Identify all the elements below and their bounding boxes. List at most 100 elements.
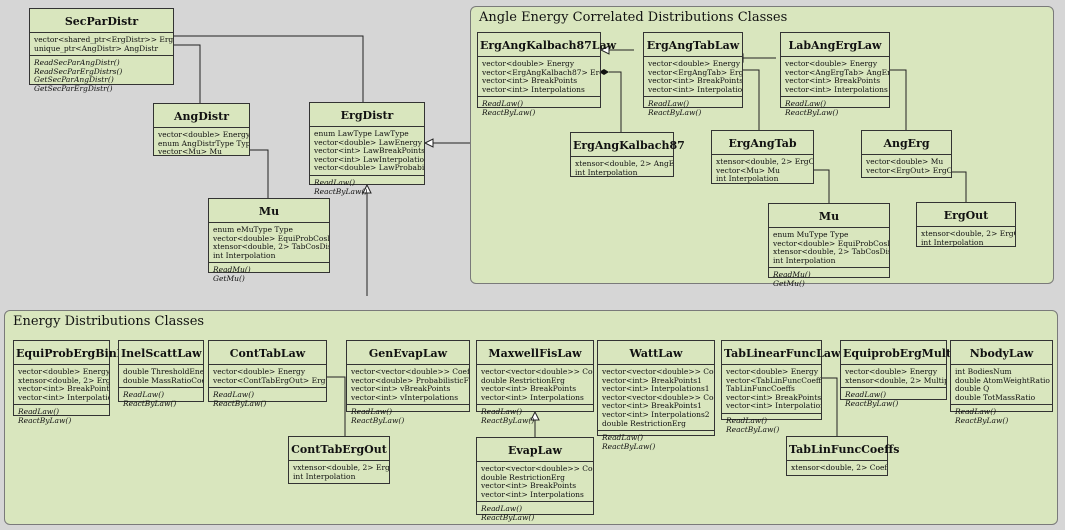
class-name: EvapLaw bbox=[477, 438, 593, 462]
class-attributes: double ThresholdEnergydouble MassRatioCo… bbox=[119, 365, 203, 387]
attribute: enum eMuType Type bbox=[213, 225, 293, 234]
class-operations: ReadLaw()ReactByLaw() bbox=[781, 96, 889, 119]
operation: ReadLaw() bbox=[955, 407, 997, 417]
attribute: enum MuType Type bbox=[773, 230, 849, 239]
operation: ReactByLaw() bbox=[351, 415, 405, 425]
operation: ReactByLaw() bbox=[482, 107, 536, 117]
operation: ReadLaw() bbox=[482, 99, 524, 109]
attribute: xtensor<double, 2> AngErg bbox=[575, 159, 673, 168]
attribute: double AtomWeightRatio bbox=[955, 375, 1050, 385]
inheritance-arrowhead bbox=[530, 410, 540, 421]
operation: ReactByLaw() bbox=[18, 415, 72, 425]
attribute: vector<vector<double>> Coeffs bbox=[481, 367, 593, 376]
class-operations: ReadLaw()ReactByLaw() bbox=[598, 430, 714, 453]
class-name: EquiProbErgBinLaw bbox=[14, 341, 141, 365]
attribute: vector<int> Interpolations bbox=[482, 84, 585, 94]
class-name: LabAngErgLaw bbox=[781, 33, 889, 57]
attribute: vector<int> BreakPoints bbox=[481, 384, 577, 394]
operation: ReadLaw() bbox=[351, 407, 393, 417]
class-MaxwellFisLaw[interactable]: MaxwellFisLaw vector<vector<double>> Coef… bbox=[476, 340, 594, 425]
attribute: double RestrictionErg bbox=[602, 418, 686, 428]
attribute: enum LawType LawType bbox=[314, 129, 409, 138]
attribute: vector<double> LawEnergy bbox=[314, 137, 422, 147]
attribute: vector<ErgAngTab> ErgAng bbox=[648, 67, 742, 77]
class-name: EquiprobErgMultiLaw bbox=[841, 341, 980, 365]
composition-line bbox=[599, 69, 622, 132]
attribute: vector<Mu> Mu bbox=[716, 165, 780, 175]
composition-line bbox=[240, 147, 269, 198]
composition-line bbox=[880, 67, 907, 130]
class-operations: ReadLaw()ReactByLaw() bbox=[310, 174, 424, 198]
attribute: vector<int> BreakPoints bbox=[482, 76, 578, 86]
attribute: vector<vector<double>> Coeffs2 bbox=[602, 392, 714, 402]
class-attributes: xtensor<double, 2> Coeffs bbox=[787, 461, 887, 475]
attribute: vector<double> Energy bbox=[726, 367, 819, 376]
class-attributes: vxtensor<double, 2> ErgOutint Interpolat… bbox=[289, 461, 389, 483]
operation: ReactByLaw() bbox=[785, 107, 839, 117]
composition-line bbox=[804, 167, 830, 203]
attribute: vector<double> Energy bbox=[158, 130, 249, 139]
attribute: vector<double> Energy bbox=[845, 367, 938, 376]
operation: ReadLaw() bbox=[481, 407, 523, 417]
attribute: vector<int> BreakPoints1 bbox=[602, 375, 702, 385]
attribute: vector<vector<double>> Coeffs1 bbox=[602, 367, 714, 376]
operation: ReactByLaw() bbox=[726, 424, 780, 434]
class-name: InelScattLaw bbox=[119, 341, 203, 365]
class-operations: ReadLaw()ReactByLaw() bbox=[722, 412, 821, 436]
class-name: MaxwellFisLaw bbox=[477, 341, 593, 365]
class-name: ErgDistr bbox=[310, 103, 424, 127]
operation: GetSecParAngDistr() bbox=[34, 75, 114, 85]
attribute: vector<int> Interpolations bbox=[785, 84, 888, 94]
class-attributes: vector<vector<double>> Coeffsdouble Rest… bbox=[477, 462, 593, 501]
composition-line bbox=[733, 67, 760, 130]
operation: ReactByLaw() bbox=[845, 398, 899, 408]
inheritance-arrowhead bbox=[362, 183, 372, 194]
attribute: double Q bbox=[955, 384, 990, 394]
attribute: int Interpolation bbox=[773, 255, 836, 265]
attribute: xtensor<double, 2> TabCosDistr bbox=[213, 242, 329, 252]
attribute: vector<vector<double>> Coeffs bbox=[481, 464, 593, 473]
attribute: vector<int> BreakPoints bbox=[18, 384, 109, 394]
operation: ReadLaw() bbox=[602, 433, 644, 443]
class-name: NbodyLaw bbox=[951, 341, 1052, 365]
class-name: Mu bbox=[769, 204, 889, 228]
attribute: vector<ContTabErgOut> ErgOut bbox=[213, 375, 326, 385]
attribute: vector<int> BreakPoints bbox=[481, 481, 577, 491]
attribute: double MassRatioCoeff bbox=[123, 375, 203, 385]
operation: ReadMu() bbox=[773, 270, 811, 280]
class-attributes: vector<shared_ptr<ErgDistr>> ErgDistrsun… bbox=[30, 33, 173, 55]
